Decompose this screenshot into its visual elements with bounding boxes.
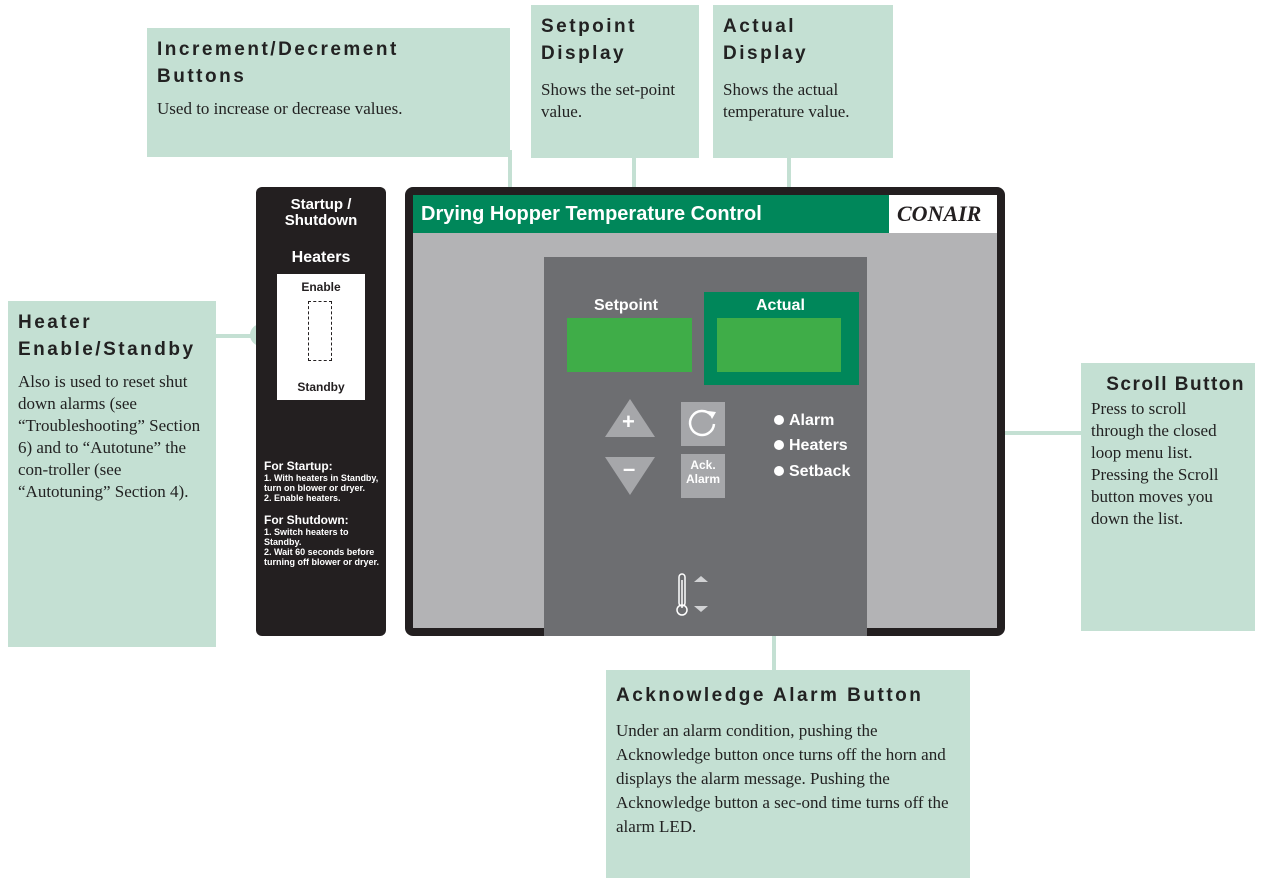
callout-title: Scroll Button	[1106, 374, 1245, 395]
callout-title: Increment/Decrement Buttons	[157, 39, 399, 87]
callout-increment-decrement: Increment/Decrement Buttons Used to incr…	[147, 28, 510, 157]
callout-title: Acknowledge Alarm Button	[616, 685, 924, 706]
brand-text: CONAIR	[897, 201, 982, 226]
startup-steps: 1. With heaters in Standby, turn on blow…	[264, 473, 379, 503]
controller-body: Drying Hopper Temperature Control CONAIR…	[413, 195, 997, 636]
actual-display	[717, 318, 841, 372]
connector-heater	[214, 334, 264, 338]
callout-heater-enable-standby: Heater Enable/Standby Also is used to re…	[8, 301, 216, 647]
callout-body: Under an alarm condition, pushing the Ac…	[616, 721, 949, 836]
controller-title: Drying Hopper Temperature Control	[421, 203, 762, 225]
callout-body: Used to increase or decrease values.	[157, 99, 403, 118]
setpoint-label: Setpoint	[594, 297, 658, 314]
led-label: Setback	[789, 463, 851, 480]
minus-symbol: –	[623, 456, 636, 481]
standby-label: Standby	[297, 380, 345, 394]
thermometer-icon	[676, 573, 708, 616]
enable-label: Enable	[301, 280, 341, 294]
temperature-controller: Drying Hopper Temperature Control CONAIR…	[405, 187, 1005, 636]
switch-rocker[interactable]	[308, 301, 332, 361]
callout-actual-display: Actual Display Shows the actual temperat…	[713, 5, 893, 158]
heater-switch[interactable]: Enable Standby	[277, 274, 365, 400]
shutdown-steps: 1. Switch heaters to Standby. 2. Wait 60…	[264, 527, 380, 567]
heaters-indicator: Heaters	[774, 437, 848, 455]
decrement-button[interactable]	[605, 457, 655, 495]
callout-body: Press to scroll through the closed loop …	[1091, 399, 1219, 528]
setpoint-display	[567, 318, 692, 372]
heaters-label: Heaters	[291, 249, 351, 266]
led-label: Heaters	[789, 437, 848, 454]
scroll-arrow-icon	[688, 409, 716, 437]
callout-body: Shows the actual temperature value.	[723, 80, 850, 121]
alarm-led	[774, 415, 784, 425]
callout-body: Shows the set-point value.	[541, 80, 676, 121]
callout-acknowledge-alarm: Acknowledge Alarm Button Under an alarm …	[606, 670, 970, 878]
plus-symbol: +	[622, 409, 635, 434]
callout-title: Heater Enable/Standby	[18, 312, 196, 360]
conair-logo: CONAIR	[889, 195, 997, 233]
actual-label: Actual	[756, 297, 805, 314]
control-face: Setpoint Actual + – Ack. Alarm	[544, 257, 867, 636]
startup-title: For Startup:	[264, 459, 333, 473]
ack-alarm-button[interactable]: Ack. Alarm	[681, 454, 725, 498]
increment-button[interactable]	[605, 399, 655, 437]
led-label: Alarm	[789, 412, 835, 429]
callout-title: Setpoint Display	[541, 16, 637, 64]
startup-shutdown-panel: Startup / Shutdown Heaters Enable Standb…	[256, 187, 386, 636]
alarm-indicator: Alarm	[774, 412, 834, 430]
shutdown-title: For Shutdown:	[264, 513, 349, 527]
title-bar: Drying Hopper Temperature Control	[413, 195, 897, 233]
callout-setpoint-display: Setpoint Display Shows the set-point val…	[531, 5, 699, 158]
setback-led	[774, 466, 784, 476]
ack-alarm-label: Ack. Alarm	[685, 458, 720, 486]
scroll-button[interactable]	[681, 402, 725, 446]
callout-title: Actual Display	[723, 16, 809, 64]
setback-indicator: Setback	[774, 463, 850, 481]
callout-scroll-button: Scroll Button Press to scroll through th…	[1081, 363, 1255, 631]
heaters-led	[774, 440, 784, 450]
callout-body: Also is used to reset shut down alarms (…	[18, 372, 201, 501]
panel-heading: Startup / Shutdown	[284, 196, 358, 229]
